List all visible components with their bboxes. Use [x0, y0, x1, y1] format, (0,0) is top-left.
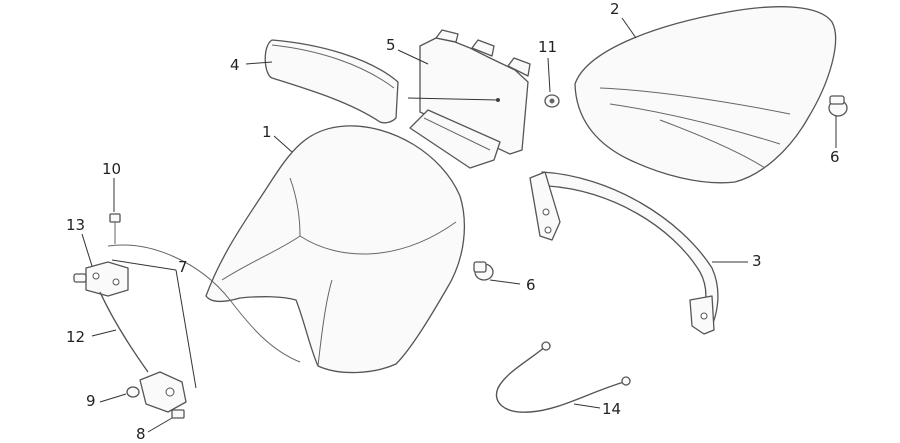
part-nut — [544, 94, 560, 108]
part-bracket — [409, 29, 531, 169]
callout-10: 10 — [102, 160, 121, 178]
part-bolt-upper — [109, 213, 121, 244]
part-rubber-buffer-upper — [828, 95, 848, 117]
callout-5: 5 — [386, 36, 396, 54]
callout-12: 12 — [66, 328, 85, 346]
callout-6-upper: 6 — [830, 148, 840, 166]
callout-13: 13 — [66, 216, 85, 234]
part-seat-lock — [73, 261, 129, 297]
part-wire-cable — [495, 341, 631, 413]
part-grab-handle — [529, 171, 719, 335]
callout-8: 8 — [136, 425, 146, 443]
part-lock-cylinder — [139, 371, 187, 413]
callout-6-lower: 6 — [526, 276, 536, 294]
part-screw-lower — [171, 409, 185, 419]
leader-lines — [81, 17, 837, 433]
callout-11: 11 — [538, 38, 557, 56]
part-rear-seat — [574, 6, 837, 184]
callout-2: 2 — [610, 0, 620, 18]
part-release-cable — [107, 244, 301, 363]
callout-7: 7 — [178, 258, 188, 276]
part-foam-pad — [264, 39, 399, 124]
callout-3: 3 — [752, 252, 762, 270]
callout-1: 1 — [262, 123, 272, 141]
part-washer — [126, 386, 140, 398]
part-rubber-buffer-lower — [473, 261, 494, 281]
part-rider-seat — [205, 125, 466, 374]
callout-4: 4 — [230, 56, 240, 74]
callout-9: 9 — [86, 392, 96, 410]
callout-14: 14 — [602, 400, 621, 418]
part-cable-rod — [99, 291, 149, 373]
